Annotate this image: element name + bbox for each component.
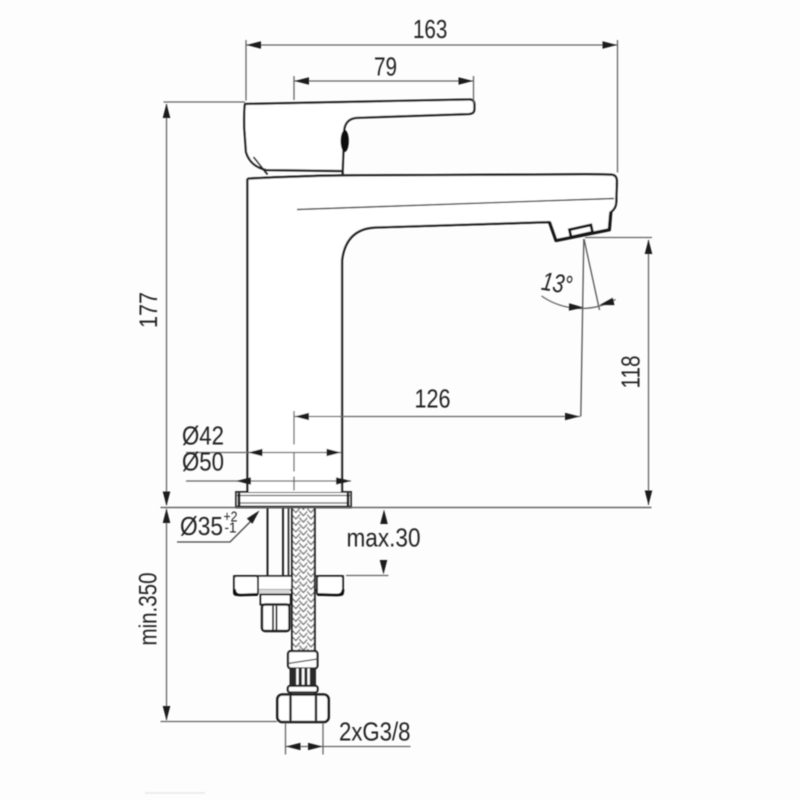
svg-text:min.350: min.350: [135, 573, 163, 646]
svg-text:Ø35: Ø35: [180, 511, 223, 541]
svg-text:163: 163: [413, 14, 448, 44]
svg-text:79: 79: [374, 52, 397, 82]
svg-text:-1: -1: [225, 520, 237, 537]
svg-text:+2: +2: [224, 509, 238, 526]
svg-text:118: 118: [616, 356, 646, 389]
svg-text:177: 177: [135, 292, 163, 328]
svg-text:2xG3/8: 2xG3/8: [339, 717, 411, 747]
svg-text:13°: 13°: [540, 266, 575, 300]
svg-text:Ø42: Ø42: [182, 421, 224, 451]
svg-text:Ø50: Ø50: [182, 447, 224, 477]
svg-text:126: 126: [415, 384, 451, 414]
svg-text:max.30: max.30: [347, 523, 421, 553]
